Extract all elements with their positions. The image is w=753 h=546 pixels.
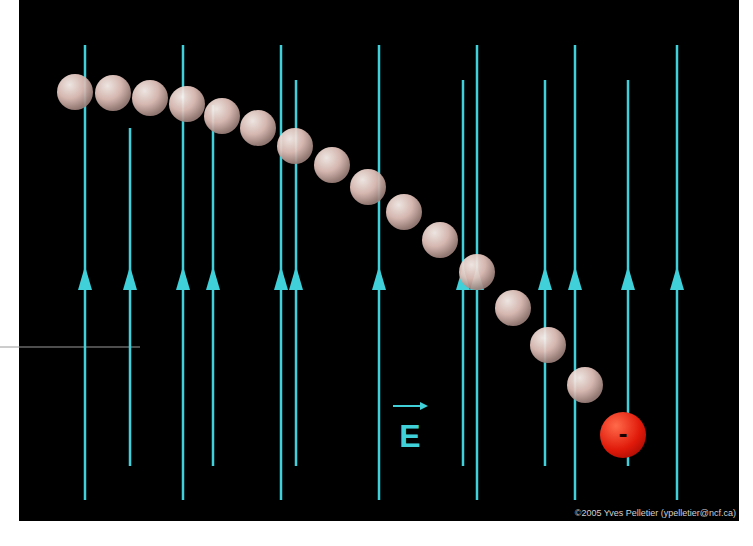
rule-line — [0, 347, 140, 348]
field-arrowhead — [372, 266, 386, 290]
trajectory-sphere — [314, 147, 350, 183]
vector-arrowhead — [420, 402, 428, 410]
background-panel — [19, 0, 739, 521]
field-arrowhead — [176, 266, 190, 290]
field-arrowhead — [78, 266, 92, 290]
field-arrowhead — [670, 266, 684, 290]
trajectory-sphere — [567, 367, 603, 403]
electron-charge: - — [600, 412, 646, 458]
trajectory-sphere — [422, 222, 458, 258]
field-arrowhead — [538, 266, 552, 290]
trajectory-sphere — [350, 169, 386, 205]
trajectory-sphere — [204, 98, 240, 134]
trajectory-sphere — [495, 290, 531, 326]
trajectory-sphere — [530, 327, 566, 363]
field-arrowhead — [274, 266, 288, 290]
trajectory-sphere — [169, 86, 205, 122]
trajectory-sphere — [459, 254, 495, 290]
trajectory-sphere — [132, 80, 168, 116]
trajectory-sphere — [95, 75, 131, 111]
field-arrowhead — [621, 266, 635, 290]
trajectory-sphere — [386, 194, 422, 230]
trajectory-sphere — [57, 74, 93, 110]
trajectory-sphere — [277, 128, 313, 164]
field-arrowhead — [289, 266, 303, 290]
field-line — [129, 128, 132, 466]
field-arrowhead — [123, 266, 137, 290]
field-arrowhead — [568, 266, 582, 290]
trajectory-sphere — [240, 110, 276, 146]
copyright-note: ©2005 Yves Pelletier (ypelletier@ncf.ca) — [575, 509, 736, 518]
field-symbol: E — [399, 420, 420, 452]
charge-sign: - — [618, 424, 627, 446]
vector-arrow — [393, 405, 422, 407]
field-arrowhead — [206, 266, 220, 290]
